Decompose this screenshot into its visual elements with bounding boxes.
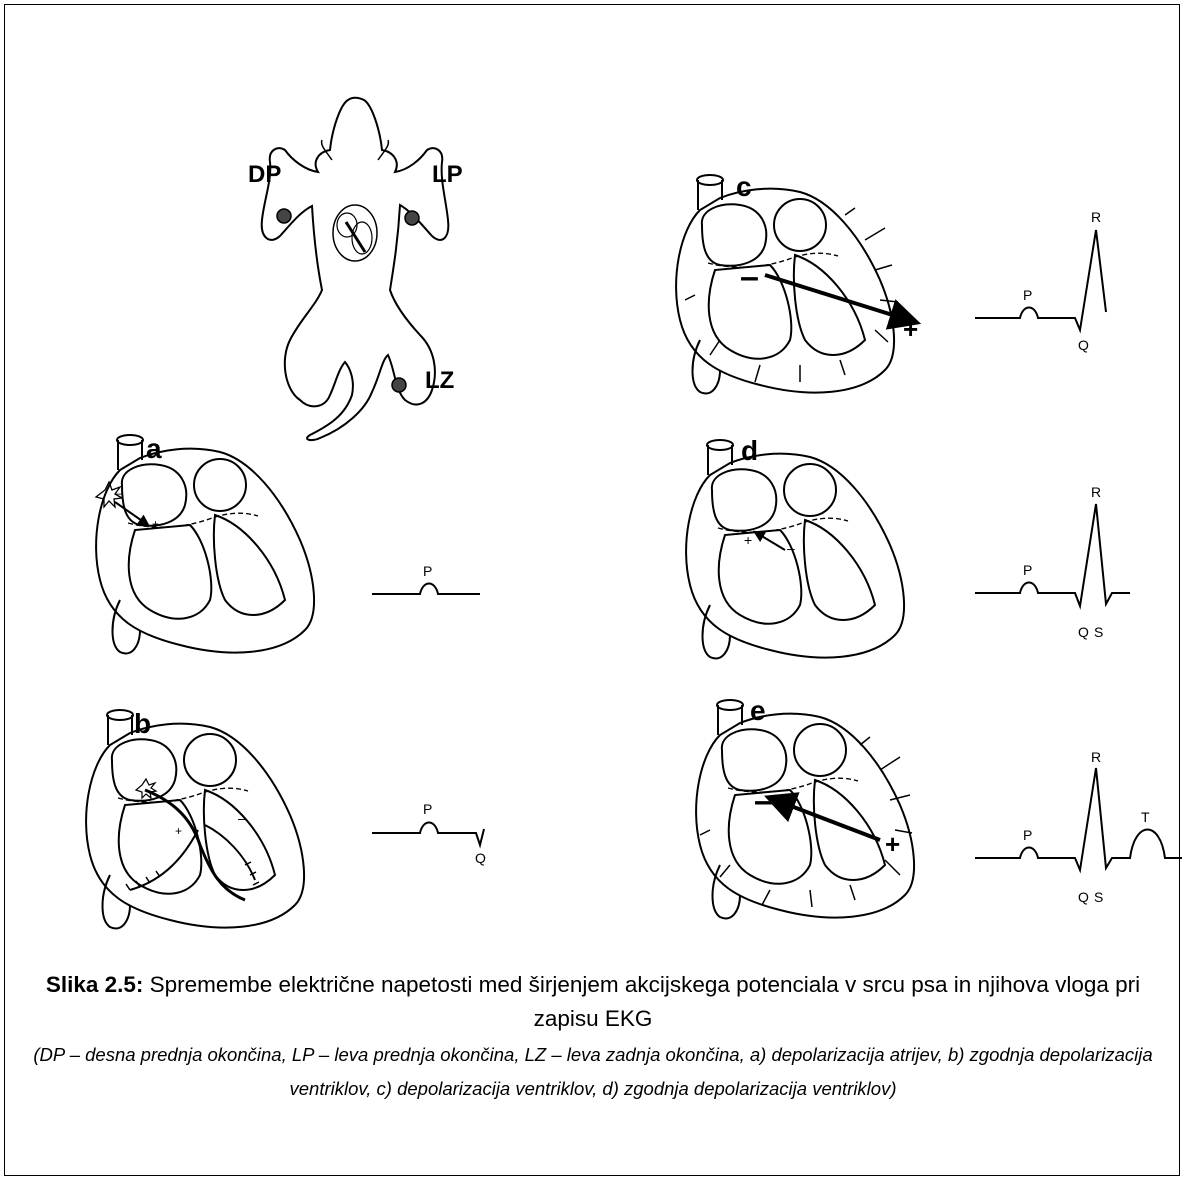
- electrode-lz: [392, 378, 406, 392]
- wave-d-q: Q: [1078, 624, 1089, 640]
- sign-a-minus: –: [115, 486, 122, 500]
- sign-c-plus: +: [903, 314, 918, 344]
- sign-d-plus: +: [744, 532, 752, 548]
- wave-d-s: S: [1094, 624, 1103, 640]
- wave-c-p: P: [1023, 287, 1032, 303]
- heart-d: [686, 440, 904, 658]
- sign-b-minus: –: [238, 810, 246, 826]
- sign-e-minus: –: [754, 782, 773, 820]
- label-d: d: [741, 435, 758, 466]
- wave-e-p: P: [1023, 827, 1032, 843]
- caption-title-text: Spremembe električne napetosti med širje…: [143, 972, 1140, 1031]
- wave-a-p: P: [423, 563, 432, 579]
- label-a: a: [146, 433, 162, 464]
- wave-d-p: P: [1023, 562, 1032, 578]
- electrode-dp: [277, 209, 291, 223]
- label-dp: DP: [248, 161, 281, 188]
- caption-note: (DP – desna prednja okončina, LP – leva …: [20, 1038, 1166, 1106]
- label-c: c: [736, 171, 752, 202]
- heart-c: [676, 175, 915, 393]
- figure-caption: Slika 2.5: Spremembe električne napetost…: [20, 968, 1166, 1036]
- sign-a-plus: +: [152, 517, 159, 531]
- ecg-trace-e: [975, 768, 1182, 870]
- wave-e-q: Q: [1078, 889, 1089, 905]
- wave-e-t: T: [1141, 809, 1150, 825]
- label-e: e: [750, 695, 766, 726]
- label-lz: LZ: [425, 367, 454, 394]
- ecg-trace-a: [372, 584, 480, 595]
- sign-d-minus: –: [787, 540, 795, 556]
- wave-c-q: Q: [1078, 337, 1089, 353]
- caption-title-bold: Slika 2.5:: [46, 972, 144, 997]
- label-lp: LP: [432, 161, 463, 188]
- label-b: b: [134, 708, 151, 739]
- wave-b-q: Q: [475, 850, 486, 866]
- ecg-trace-d: [975, 504, 1130, 606]
- heart-a: [96, 435, 314, 653]
- ecg-trace-c: [975, 230, 1106, 330]
- wave-e-r: R: [1091, 749, 1101, 765]
- wave-e-s: S: [1094, 889, 1103, 905]
- heart-e: [696, 700, 914, 918]
- wave-d-r: R: [1091, 484, 1101, 500]
- sign-c-minus: –: [740, 258, 759, 296]
- sign-b-plus: +: [175, 824, 182, 838]
- ecg-trace-b: [372, 823, 484, 846]
- dog-outline: [262, 98, 449, 440]
- wave-c-r: R: [1091, 209, 1101, 225]
- wave-b-p: P: [423, 801, 432, 817]
- electrode-lp: [405, 211, 419, 225]
- ecg-figure: DP LP LZ – + a P + – b P Q – + c P Q R: [0, 0, 1186, 960]
- sign-e-plus: +: [885, 829, 900, 859]
- heart-b: [86, 710, 304, 928]
